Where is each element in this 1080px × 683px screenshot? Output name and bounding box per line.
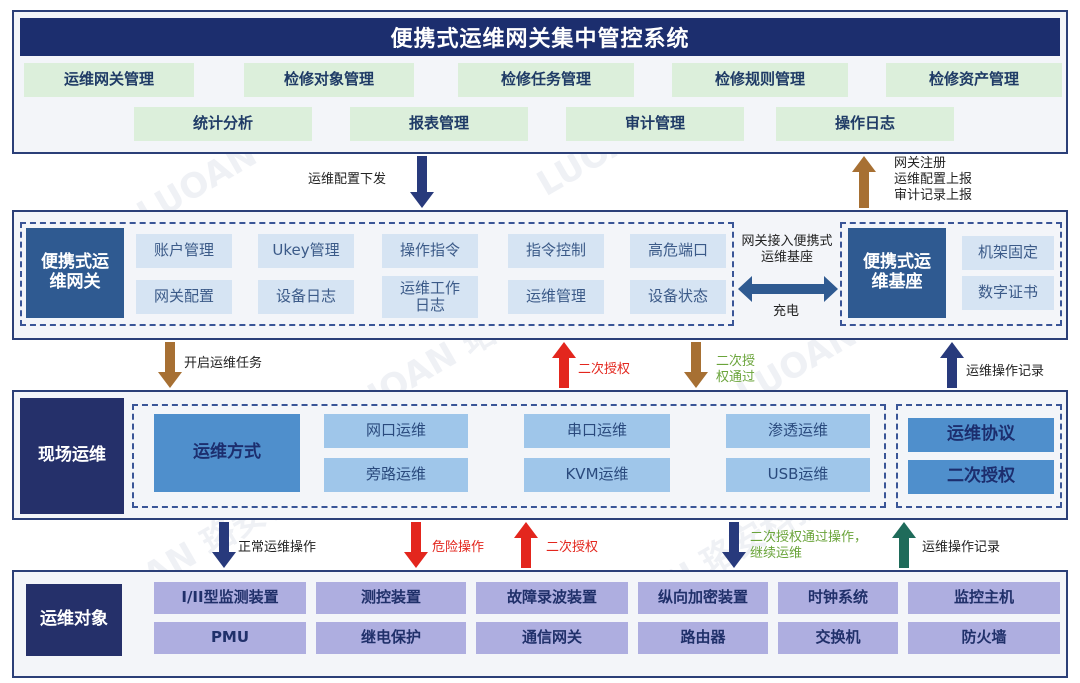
objects-label: 运维对象 bbox=[26, 584, 122, 656]
second-auth-item: 二次授权 bbox=[908, 460, 1054, 494]
mgmt-gateway-item: 运维网关管理 bbox=[24, 63, 194, 97]
object-switch: 交换机 bbox=[778, 622, 898, 654]
auth-pass-label-2: 权通过 bbox=[716, 370, 756, 385]
gateway-label: 便携式运维网关 bbox=[26, 228, 124, 318]
danger-op-down-arrow bbox=[404, 522, 428, 568]
object-fault-recorder: 故障录波装置 bbox=[476, 582, 628, 614]
object-comm-gateway: 通信网关 bbox=[476, 622, 628, 654]
field-right-dashed-group bbox=[896, 404, 1062, 508]
method-net-port: 网口运维 bbox=[324, 414, 468, 448]
mgmt-oplog-item: 操作日志 bbox=[776, 107, 954, 141]
config-down-arrow bbox=[410, 156, 434, 208]
mgmt-rule-item: 检修规则管理 bbox=[672, 63, 848, 97]
op-record-up-arrow-2 bbox=[892, 522, 916, 568]
field-ops-label: 现场运维 bbox=[20, 398, 124, 514]
object-encryption-device: 纵向加密装置 bbox=[638, 582, 768, 614]
mgmt-report-item: 报表管理 bbox=[350, 107, 528, 141]
auth-pass-down-arrow bbox=[684, 342, 708, 388]
gateway-ukey-item: Ukey管理 bbox=[258, 234, 354, 268]
normal-op-down-arrow bbox=[212, 522, 236, 568]
gateway-command-control-item: 指令控制 bbox=[508, 234, 604, 268]
mgmt-asset-item: 检修资产管理 bbox=[886, 63, 1062, 97]
method-usb: USB运维 bbox=[726, 458, 870, 492]
auth-pass-label-1: 二次授 bbox=[716, 354, 756, 369]
mgmt-task-item: 检修任务管理 bbox=[458, 63, 634, 97]
auth-pass-op-down-arrow bbox=[722, 522, 746, 568]
op-record-label-2: 运维操作记录 bbox=[922, 540, 1001, 555]
ops-protocol-item: 运维协议 bbox=[908, 418, 1054, 452]
op-record-label: 运维操作记录 bbox=[966, 364, 1045, 379]
report-up-label-3: 审计记录上报 bbox=[894, 188, 973, 203]
mgmt-stats-item: 统计分析 bbox=[134, 107, 312, 141]
gateway-config-item: 网关配置 bbox=[136, 280, 232, 314]
report-up-label-1: 网关注册 bbox=[894, 156, 947, 171]
object-router: 路由器 bbox=[638, 622, 768, 654]
mgmt-object-item: 检修对象管理 bbox=[244, 63, 414, 97]
start-task-label: 开启运维任务 bbox=[184, 356, 263, 371]
method-bypass: 旁路运维 bbox=[324, 458, 468, 492]
base-dashed-group bbox=[840, 222, 1062, 326]
op-record-up-arrow bbox=[940, 342, 964, 388]
second-auth-up-label: 二次授权 bbox=[578, 362, 631, 377]
second-auth-up-arrow-2 bbox=[514, 522, 538, 568]
base-label: 便携式运维基座 bbox=[848, 228, 946, 318]
auth-pass-op-label-1: 二次授权通过操作， bbox=[750, 530, 868, 545]
object-pmu: PMU bbox=[154, 622, 306, 654]
normal-op-label: 正常运维操作 bbox=[238, 540, 317, 555]
mgmt-audit-item: 审计管理 bbox=[566, 107, 744, 141]
start-task-arrow bbox=[158, 342, 182, 388]
object-relay-protection: 继电保护 bbox=[316, 622, 466, 654]
base-rack-item: 机架固定 bbox=[962, 236, 1054, 270]
gateway-work-log-item: 运维工作日志 bbox=[382, 276, 478, 318]
method-label: 运维方式 bbox=[154, 414, 300, 492]
report-up-arrow bbox=[852, 156, 876, 208]
charge-label: 充电 bbox=[773, 304, 800, 319]
gateway-dashed-group bbox=[20, 222, 734, 326]
danger-op-label: 危险操作 bbox=[432, 540, 485, 555]
object-clock-system: 时钟系统 bbox=[778, 582, 898, 614]
gateway-ops-mgmt-item: 运维管理 bbox=[508, 280, 604, 314]
report-up-label-2: 运维配置上报 bbox=[894, 172, 973, 187]
second-auth-up-label-2: 二次授权 bbox=[546, 540, 599, 555]
gateway-device-status-item: 设备状态 bbox=[630, 280, 726, 314]
object-monitor-device: I/II型监测装置 bbox=[154, 582, 306, 614]
field-methods-dashed-group bbox=[132, 404, 886, 508]
method-serial: 串口运维 bbox=[524, 414, 670, 448]
method-kvm: KVM运维 bbox=[524, 458, 670, 492]
object-firewall: 防火墙 bbox=[908, 622, 1060, 654]
gateway-device-log-item: 设备日志 bbox=[258, 280, 354, 314]
method-penetration: 渗透运维 bbox=[726, 414, 870, 448]
gateway-risk-port-item: 高危端口 bbox=[630, 234, 726, 268]
gateway-command-item: 操作指令 bbox=[382, 234, 478, 268]
system-title: 便携式运维网关集中管控系统 bbox=[20, 18, 1060, 56]
object-monitor-host: 监控主机 bbox=[908, 582, 1060, 614]
base-cert-item: 数字证书 bbox=[962, 276, 1054, 310]
object-measure-control: 测控装置 bbox=[316, 582, 466, 614]
second-auth-up-arrow bbox=[552, 342, 576, 388]
gateway-account-item: 账户管理 bbox=[136, 234, 232, 268]
gateway-base-link-arrow bbox=[738, 276, 838, 302]
config-down-label: 运维配置下发 bbox=[308, 172, 387, 187]
auth-pass-op-label-2: 继续运维 bbox=[750, 546, 803, 561]
gateway-link-label: 网关接入便携式运维基座 bbox=[741, 234, 833, 265]
